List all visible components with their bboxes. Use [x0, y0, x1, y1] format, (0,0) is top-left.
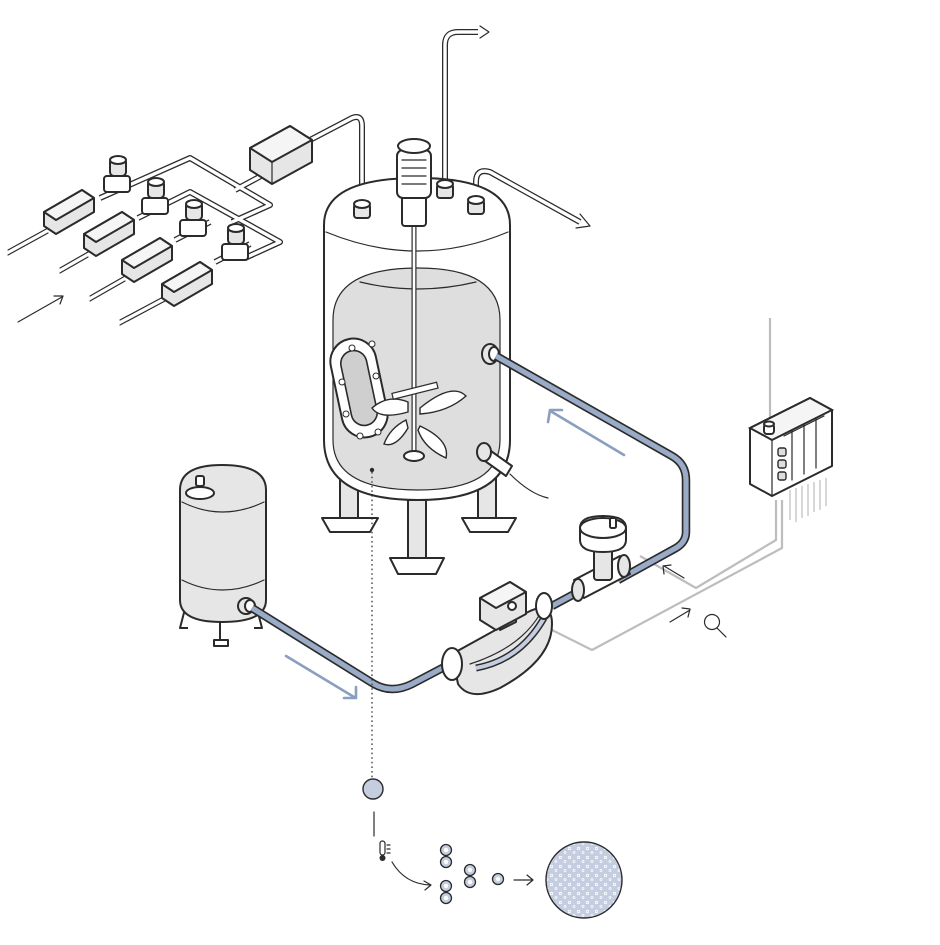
gas-inlet-arrow [17, 295, 64, 323]
magnifier-icon [703, 613, 727, 638]
agitator-motor [396, 138, 432, 227]
control-valve [571, 515, 631, 602]
top-port-center [436, 179, 454, 199]
top-port-right [467, 195, 485, 215]
exhaust-line [442, 25, 490, 185]
coriolis-flow-meter [441, 581, 553, 695]
mass-flow-controller-3 [121, 237, 173, 283]
feed-tank [179, 463, 267, 647]
control-signal-lines [547, 318, 827, 652]
sample-droplet [362, 778, 384, 800]
flow-direction-arrow-feed [284, 654, 358, 700]
mass-flow-controller-2 [83, 211, 135, 257]
gas-outlet-line [473, 168, 591, 229]
sample-analysis [362, 472, 623, 919]
gas-mixer-box [249, 125, 313, 185]
agitator [371, 215, 468, 462]
top-port-left [353, 199, 371, 219]
cell-group [439, 843, 505, 905]
gas-valve-2 [141, 177, 169, 215]
flow-direction-arrow-return [546, 408, 626, 457]
thermometer-icon [379, 840, 391, 861]
gas-valve-3 [179, 199, 207, 237]
gas-valve-1 [103, 155, 131, 193]
bioreactor-vessel [321, 138, 549, 575]
circulation-pipes [249, 352, 691, 694]
feed-tank-body [179, 463, 267, 624]
gas-valve-4 [221, 223, 249, 261]
control-unit [747, 396, 835, 497]
sensor-probe [476, 442, 549, 499]
signal-arrow-to-valve [662, 564, 685, 579]
signal-arrow-from-meter [669, 607, 691, 623]
mass-flow-controller-1 [43, 189, 95, 235]
sampling-point [369, 467, 375, 473]
process-arrow [513, 874, 534, 886]
magnified-culture-view [545, 841, 623, 919]
mass-flow-controller-4 [161, 261, 213, 307]
sight-glass [329, 337, 389, 440]
